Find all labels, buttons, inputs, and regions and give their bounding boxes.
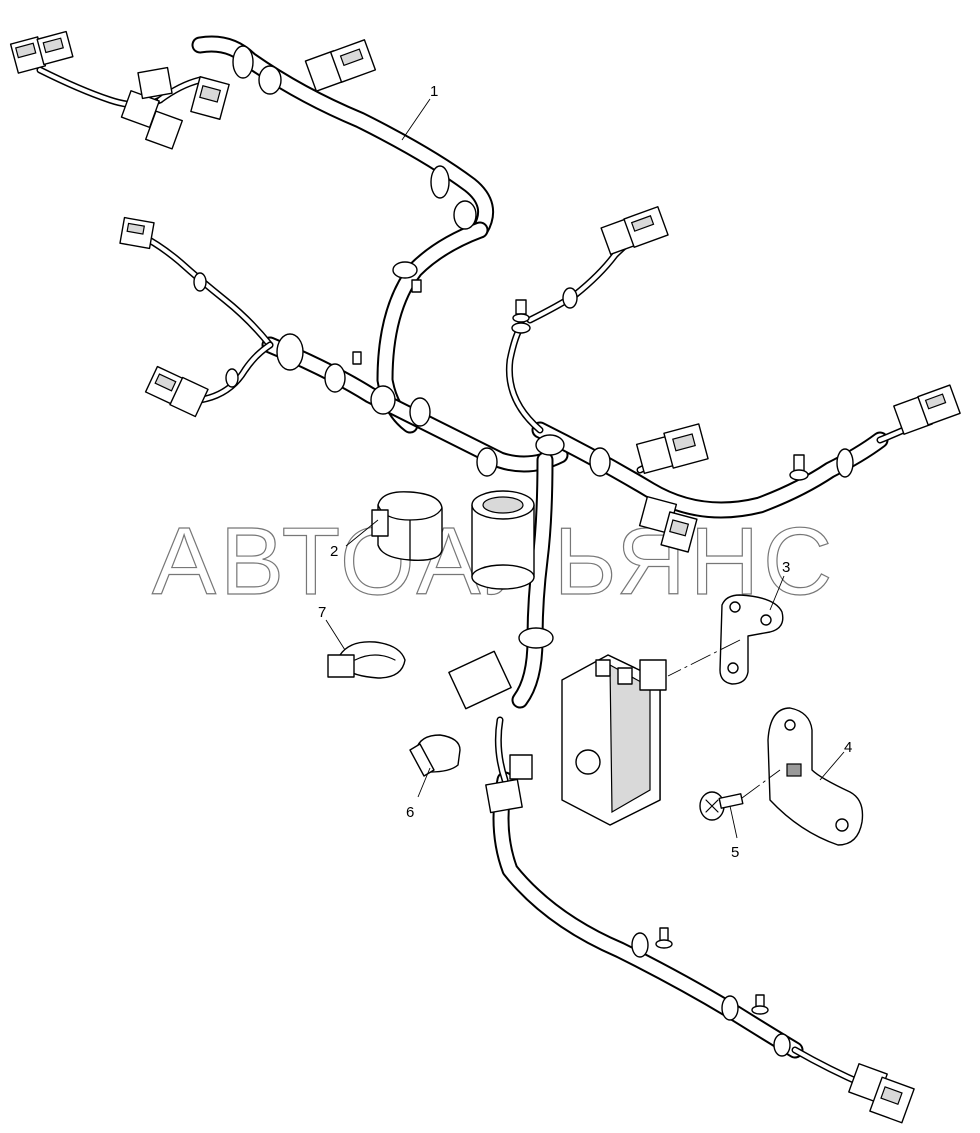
- callout-6: 6: [406, 767, 431, 821]
- junction-box: [561, 654, 667, 826]
- main-harness: [9, 30, 961, 1124]
- connector-top-center: [304, 39, 377, 92]
- callout-1-number: 1: [430, 83, 438, 100]
- callout-7: 7: [318, 604, 346, 651]
- callout-3: 3: [667, 559, 790, 677]
- connector-upper-right: [600, 206, 669, 255]
- connector-left-lower: [144, 365, 209, 418]
- connector-far-right: [893, 384, 961, 435]
- connector-cluster-top: [120, 66, 230, 150]
- connector-left-upper: [119, 216, 155, 250]
- part-7-clip: [327, 641, 406, 679]
- callouts: 1 2 3 4 5 6 7: [318, 83, 852, 861]
- cylinder-component: [471, 490, 535, 590]
- callout-4: 4: [819, 739, 852, 781]
- connector-middle-right: [635, 423, 709, 553]
- part-6-clip: [409, 734, 461, 777]
- part-5-screw: [699, 791, 744, 821]
- connector-bottom-right: [848, 1063, 915, 1124]
- callout-4-number: 4: [844, 739, 852, 756]
- callout-5: 5: [729, 769, 781, 861]
- part-4-large-bracket: [767, 707, 864, 846]
- lower-trunk-fittings: [448, 650, 533, 814]
- part-2-clamp: [371, 491, 443, 561]
- connector-top-left: [9, 30, 74, 74]
- callout-1: 1: [401, 83, 438, 141]
- part-3-small-bracket: [719, 594, 784, 685]
- callout-3-number: 3: [782, 559, 790, 576]
- harness-sleeves: [193, 45, 854, 1057]
- callout-5-number: 5: [731, 844, 739, 861]
- connectors: [9, 30, 961, 1124]
- ring-terminals: [352, 279, 809, 1015]
- callout-2-number: 2: [330, 543, 338, 560]
- callout-6-number: 6: [406, 804, 414, 821]
- callout-2: 2: [330, 519, 379, 560]
- callout-7-number: 7: [318, 604, 326, 621]
